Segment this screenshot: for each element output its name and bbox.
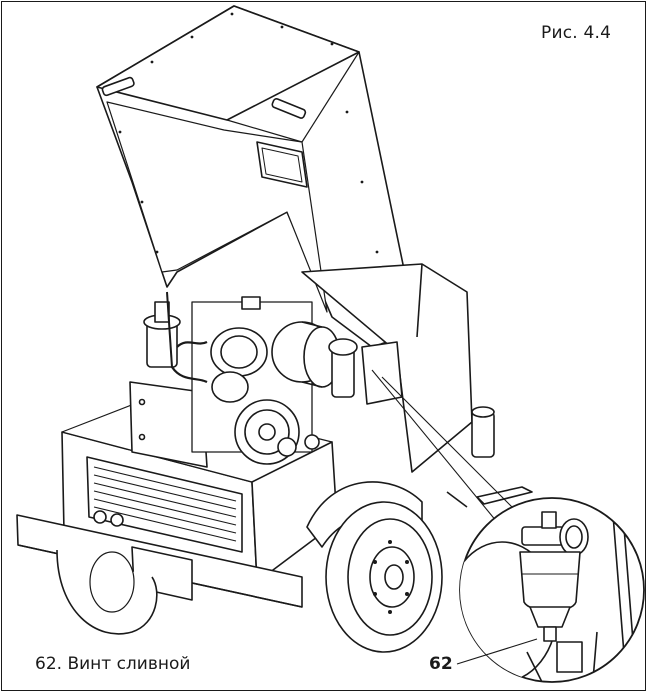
callout-number-62: 62 xyxy=(429,654,453,674)
open-hood xyxy=(96,5,418,348)
engine-block xyxy=(129,291,403,468)
front-grille xyxy=(86,456,243,553)
right-wheel xyxy=(325,501,443,653)
figure-label: Рис. 4.4 xyxy=(541,23,612,43)
left-wheel xyxy=(56,549,158,635)
figure-caption: 62. Винт сливной xyxy=(35,654,191,674)
callout-leader-62 xyxy=(456,638,538,665)
detail-magnifier xyxy=(459,497,645,683)
rear-coupling xyxy=(446,406,533,508)
